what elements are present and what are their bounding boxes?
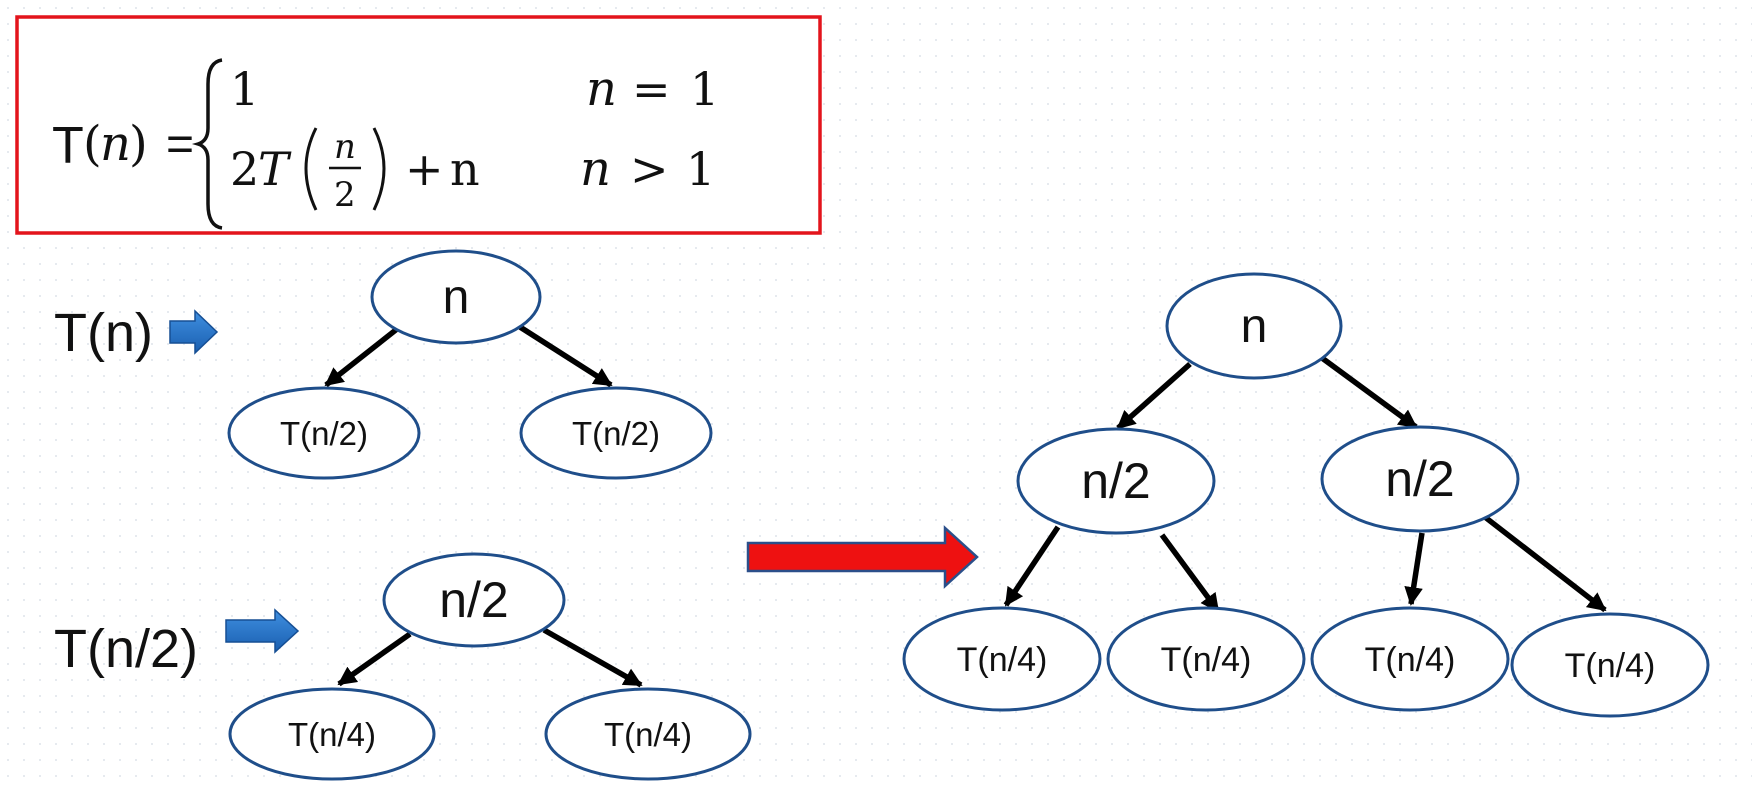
recurrence-formula: T ( n ) = 1 n = 1 2 T n 2 + n n > 1 (15, 15, 822, 235)
combined-mid-left-label: n/2 (1081, 453, 1151, 509)
case2-frac-num: n (334, 127, 356, 167)
combined-edge-midright-leaf3 (1404, 532, 1425, 606)
combined-leaf-4-node (1510, 612, 1710, 718)
case1-cond-val: 1 (690, 62, 719, 116)
case2-cond-op: > (630, 142, 669, 196)
small-arrow-tn2-icon (225, 608, 300, 654)
case1-cond-op: = (632, 62, 671, 116)
tree-combined: n n/2 n/2 T(n/4) T(n/4) T(n/4) T(n/4) (902, 272, 1710, 718)
combined-edge-root-right (1320, 355, 1418, 430)
formula-lhs-open-paren: ( (83, 116, 102, 172)
tree-tn2-right-label: T(n/4) (604, 716, 692, 753)
tree-tn-edge-left (324, 326, 399, 388)
tree-tn2-left-node (228, 687, 436, 781)
case2-plus: + (405, 142, 444, 196)
small-arrow-tn-icon (169, 309, 219, 355)
combined-edge-root-left (1116, 361, 1192, 431)
case2-cond-var: n (580, 141, 611, 197)
case2-open-paren (304, 127, 318, 211)
tree-tn-left-label: T(n/2) (280, 415, 368, 452)
tree-tn-root-node (370, 249, 542, 345)
combined-leaf-2-label: T(n/4) (1161, 641, 1252, 679)
combined-root-node (1165, 272, 1343, 380)
tree-tn2-edge-right (542, 627, 643, 688)
formula-brace (191, 58, 223, 230)
tree-tn-root-label: n (443, 271, 470, 324)
formula-lhs-close-paren: ) (129, 116, 148, 172)
case2-close-paren (372, 127, 386, 211)
combined-edge-midright-leaf4 (1479, 511, 1607, 613)
case2-frac-den: 2 (334, 175, 356, 215)
case2-coef: 2 (230, 142, 259, 196)
tree-tn-left-node (227, 386, 421, 480)
tree-tn-right-label: T(n/2) (572, 415, 660, 452)
label-tn: T(n) (54, 303, 153, 363)
case1-value: 1 (230, 62, 259, 116)
combined-edge-midleft-leaf2 (1159, 533, 1221, 613)
formula-border (15, 15, 822, 235)
combined-leaf-1-node (902, 606, 1102, 712)
tree-tn-right-node (519, 386, 713, 480)
tree-tn2-root-label: n/2 (439, 572, 509, 628)
tree-tn-edge-right (518, 324, 613, 388)
tree-tn2: n/2 T(n/4) T(n/4) (228, 552, 752, 781)
formula-lhs-t: T (52, 117, 84, 175)
combined-leaf-3-label: T(n/4) (1365, 641, 1456, 679)
formula-lhs-equals: = (166, 118, 194, 171)
label-tn2: T(n/2) (54, 619, 198, 679)
big-red-arrow-icon (746, 525, 979, 589)
formula-lhs-n: n (100, 116, 131, 172)
tree-tn2-root-node (382, 552, 566, 648)
combined-root-label: n (1241, 300, 1268, 353)
combined-mid-right-label: n/2 (1385, 451, 1455, 507)
case2-cond-val: 1 (686, 142, 715, 196)
combined-leaf-2-node (1106, 606, 1306, 712)
combined-leaf-4-label: T(n/4) (1565, 647, 1656, 685)
combined-edge-midleft-leaf1 (1003, 525, 1061, 607)
combined-leaf-1-label: T(n/4) (957, 641, 1048, 679)
case2-func: T (258, 142, 292, 196)
case1-cond-var: n (586, 61, 617, 117)
tree-tn2-edge-left (337, 631, 412, 687)
tree-tn2-right-node (544, 687, 752, 781)
case2-term: n (450, 142, 480, 196)
tree-tn2-left-label: T(n/4) (288, 716, 376, 753)
tree-tn: n T(n/2) T(n/2) (227, 249, 713, 480)
combined-leaf-3-node (1310, 606, 1510, 712)
combined-mid-left-node (1016, 427, 1216, 535)
combined-mid-right-node (1320, 425, 1520, 533)
